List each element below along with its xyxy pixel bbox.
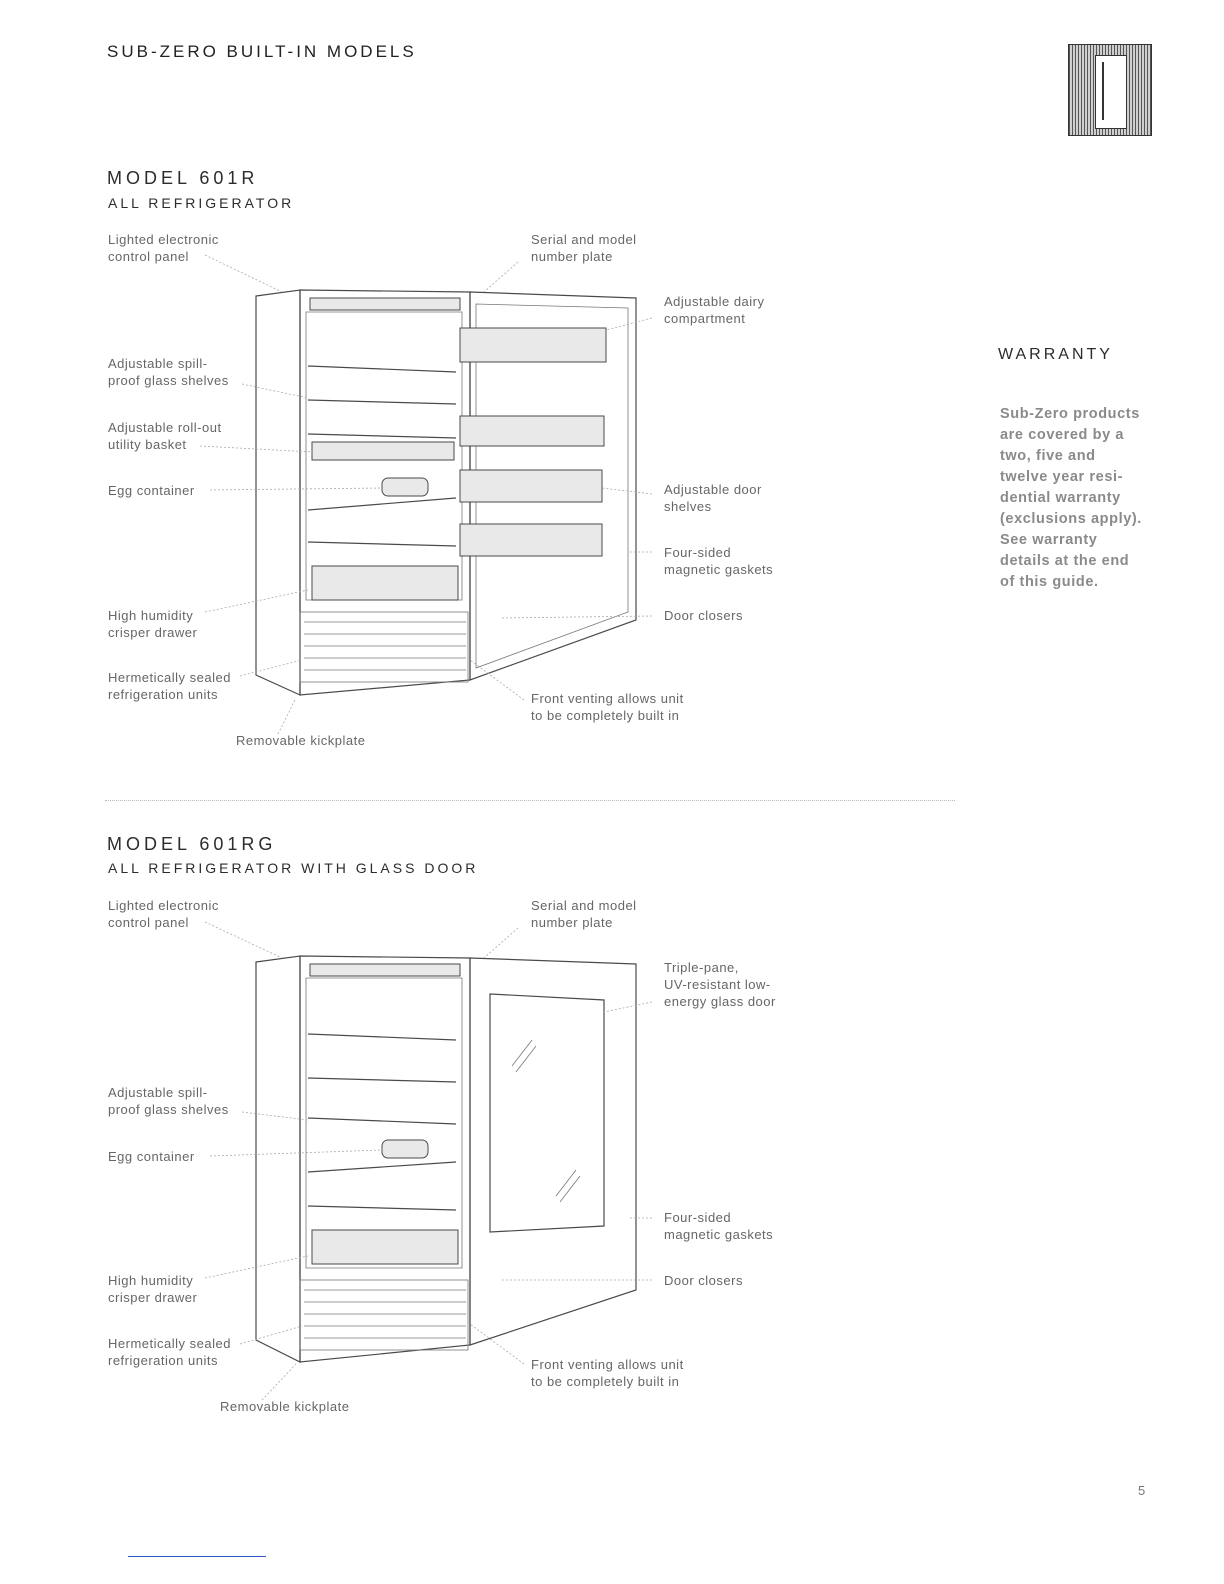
label-serial-plate: Serial and model number plate bbox=[531, 232, 637, 264]
page-header-title: SUB-ZERO BUILT-IN MODELS bbox=[107, 42, 417, 61]
model-601r-subtitle: ALL REFRIGERATOR bbox=[108, 195, 295, 211]
label-crisper-drawer: High humidity crisper drawer bbox=[108, 1273, 198, 1305]
label-door-closers: Door closers bbox=[664, 608, 743, 623]
label-front-venting: Front venting allows unit to be complete… bbox=[531, 1357, 684, 1389]
refrigerator-601rg-illustration bbox=[204, 921, 653, 1401]
label-serial-plate: Serial and model number plate bbox=[531, 898, 637, 930]
label-front-venting: Front venting allows unit to be complete… bbox=[531, 691, 684, 723]
label-dairy-compartment: Adjustable dairy compartment bbox=[664, 294, 765, 326]
label-crisper-drawer: High humidity crisper drawer bbox=[108, 608, 198, 640]
footer-link-underline[interactable] bbox=[128, 1556, 266, 1557]
label-glass-door: Triple-pane, UV-resistant low- energy gl… bbox=[664, 960, 776, 1009]
refrigerator-thumbnail-icon bbox=[1068, 44, 1152, 136]
label-egg-container: Egg container bbox=[108, 1149, 195, 1164]
page-number: 5 bbox=[1138, 1483, 1146, 1498]
label-rollout-basket: Adjustable roll-out utility basket bbox=[108, 420, 222, 452]
label-control-panel: Lighted electronic control panel bbox=[108, 898, 219, 930]
label-kickplate: Removable kickplate bbox=[220, 1399, 350, 1414]
label-gaskets: Four-sided magnetic gaskets bbox=[664, 1210, 774, 1242]
label-gaskets: Four-sided magnetic gaskets bbox=[664, 545, 774, 577]
warranty-body: Sub-Zero products are covered by a two, … bbox=[1000, 406, 1142, 590]
model-601r-heading: MODEL 601R bbox=[107, 168, 259, 188]
section-divider bbox=[105, 800, 955, 801]
model-601rg-heading: MODEL 601RG bbox=[107, 834, 277, 854]
label-sealed-units: Hermetically sealed refrigeration units bbox=[108, 670, 231, 702]
model-601rg-subtitle: ALL REFRIGERATOR WITH GLASS DOOR bbox=[108, 860, 479, 876]
label-door-closers: Door closers bbox=[664, 1273, 743, 1288]
label-egg-container: Egg container bbox=[108, 483, 195, 498]
label-glass-shelves: Adjustable spill- proof glass shelves bbox=[108, 1085, 229, 1117]
label-glass-shelves: Adjustable spill- proof glass shelves bbox=[108, 356, 229, 388]
label-door-shelves: Adjustable door shelves bbox=[664, 482, 762, 514]
label-control-panel: Lighted electronic control panel bbox=[108, 232, 219, 264]
label-kickplate: Removable kickplate bbox=[236, 733, 366, 748]
refrigerator-601r-illustration bbox=[199, 254, 653, 735]
label-sealed-units: Hermetically sealed refrigeration units bbox=[108, 1336, 231, 1368]
warranty-heading: WARRANTY bbox=[998, 346, 1113, 363]
